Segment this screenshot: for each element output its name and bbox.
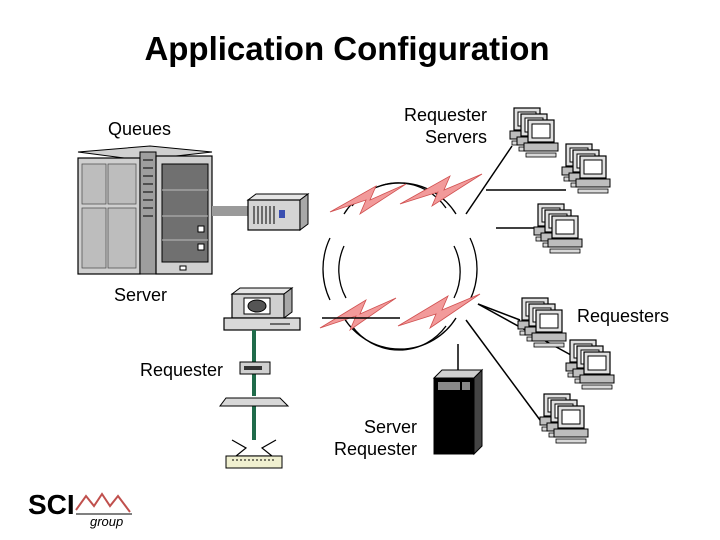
workstation-icon <box>223 287 301 331</box>
server-requester-label: Server Requester <box>334 417 418 459</box>
logo-sub: group <box>90 514 123 529</box>
queues-label: Queues <box>108 119 172 139</box>
requesters-label: Requesters <box>577 306 670 326</box>
printer-icon <box>219 361 290 407</box>
requester-servers-label: Requester Servers <box>404 105 488 147</box>
page-title: Application Configuration <box>144 30 550 67</box>
network-ring-icon <box>322 182 478 351</box>
lightning-icon <box>319 173 483 332</box>
requester-label: Requester <box>140 360 224 380</box>
logo-brand: SCI <box>28 489 75 520</box>
tower-server-icon <box>432 344 484 456</box>
scanner-icon <box>225 439 283 469</box>
modem-icon <box>246 193 310 231</box>
mainframe-icon <box>77 145 213 275</box>
server-label: Server <box>114 285 168 305</box>
pc-terminal-icon <box>510 108 614 443</box>
sci-group-logo: SCI group <box>28 489 132 529</box>
